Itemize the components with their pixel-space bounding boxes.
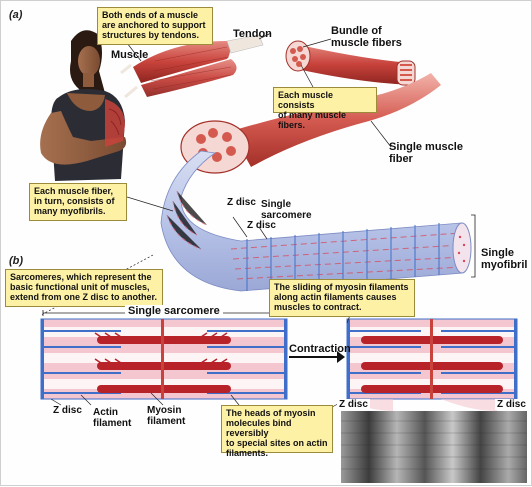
muscle-label: Muscle — [111, 49, 149, 61]
single-sarcomere-label-top: Single sarcomere — [261, 199, 312, 221]
fiber-label-leader — [370, 120, 392, 148]
single-sarcomere-span-label: Single sarcomere — [125, 305, 223, 317]
muscle-with-tendon — [120, 34, 264, 99]
relaxed-sarcomere — [40, 310, 288, 406]
tendon-label-leader — [258, 32, 272, 40]
tendon-label: Tendon — [233, 28, 272, 40]
single-fiber-label: Single muscle fiber — [389, 141, 463, 165]
myofibrils-note: Each muscle fiber, in turn, consists of … — [29, 183, 127, 221]
fibers-note: Each muscle consists of many muscle fibe… — [273, 87, 377, 130]
zdisc-label-right-1: Z disc — [337, 399, 370, 410]
tendon-note: Both ends of a muscle are anchored to su… — [97, 7, 213, 45]
fiber-bundle — [285, 40, 416, 86]
contracted-sarcomere — [320, 318, 518, 414]
woman-figure — [40, 30, 127, 181]
zdisc-label-top-1: Z disc — [227, 197, 256, 208]
part-b-label: (b) — [9, 255, 24, 267]
bundle-label: Bundle of muscle fibers — [331, 25, 402, 49]
single-myofibril-label: Single myofibril — [481, 247, 528, 271]
myosin-filament-label: Myosin filament — [147, 405, 186, 427]
sarcomeres-note: Sarcomeres, which represent the basic fu… — [5, 269, 163, 307]
fibers-leader — [300, 64, 314, 88]
part-a-label: (a) — [9, 9, 23, 21]
zdisc-label-right-2: Z disc — [495, 399, 528, 410]
tendon-leader — [126, 42, 142, 62]
myofibrils-leader — [126, 196, 174, 212]
electron-micrograph — [341, 399, 527, 483]
zdisc-label-top-2: Z disc — [247, 220, 276, 231]
myosin-heads-note: The heads of myosin molecules bind rever… — [221, 405, 333, 458]
sliding-note: The sliding of myosin filaments along ac… — [269, 279, 415, 317]
contraction-arrow-head — [337, 351, 345, 363]
contraction-label: Contraction — [289, 343, 351, 355]
zdisc-label-left: Z disc — [53, 405, 82, 416]
bundle-leader — [302, 38, 332, 48]
actin-filament-label: Actin filament — [93, 407, 132, 429]
